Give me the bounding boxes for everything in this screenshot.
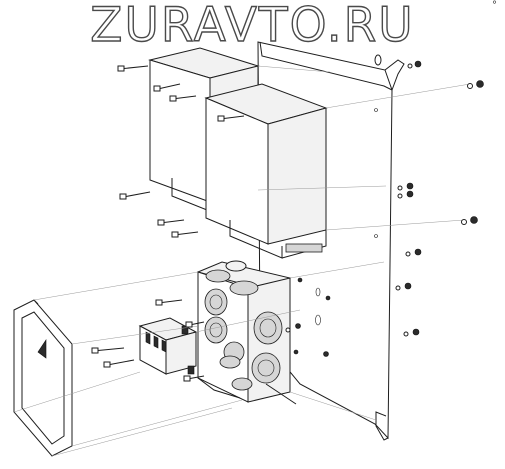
screw (119, 191, 151, 200)
screw (155, 299, 183, 306)
nut (403, 328, 420, 337)
nut (405, 248, 422, 257)
screw (169, 95, 197, 102)
screw (171, 231, 199, 238)
watermark-text: ZURAVTO.RU (90, 0, 415, 53)
nut (467, 80, 484, 89)
nut (461, 216, 478, 225)
screw (117, 65, 149, 72)
nut (397, 182, 414, 191)
nuts (285, 60, 484, 357)
nut (297, 277, 303, 283)
enclosure-cover (13, 299, 73, 457)
terminal-block (138, 317, 198, 375)
relay-box-right (204, 83, 328, 259)
nut (323, 351, 329, 357)
nut (395, 282, 412, 291)
screw (217, 115, 245, 122)
nut (293, 349, 299, 355)
nut (285, 323, 301, 333)
nut (407, 60, 422, 69)
screw (103, 359, 135, 368)
screw (183, 375, 205, 382)
assembly-guide-lines (13, 65, 471, 457)
screws (91, 65, 245, 382)
screw (185, 321, 205, 328)
screw (157, 219, 185, 226)
corner-mark: ° (492, 0, 497, 11)
nut (397, 190, 414, 199)
screw (153, 83, 181, 92)
nut (325, 295, 331, 301)
junction-box (196, 260, 297, 405)
screw (91, 347, 125, 354)
